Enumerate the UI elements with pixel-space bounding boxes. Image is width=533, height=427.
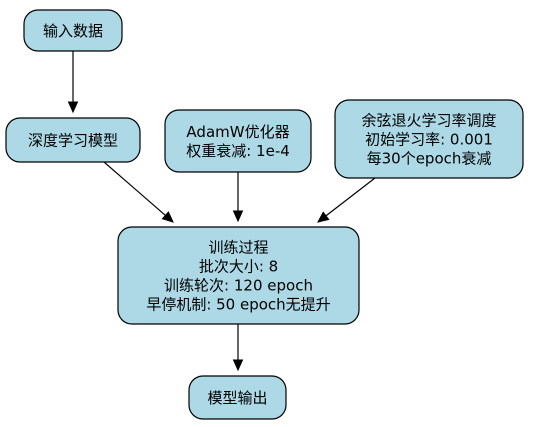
edge-optimizer-to-training — [232, 172, 244, 223]
node-training-line-2: 训练轮次: 120 epoch — [164, 276, 313, 294]
edge-input-to-model — [67, 51, 79, 114]
node-input: 输入数据 — [23, 9, 123, 52]
arrowhead — [317, 211, 330, 223]
edge-model-to-training — [103, 161, 174, 223]
arrowhead — [67, 101, 79, 114]
edges-layer — [67, 51, 376, 372]
edge-line — [103, 161, 166, 216]
node-training-line-0: 训练过程 — [208, 238, 268, 256]
node-model: 深度学习模型 — [5, 117, 141, 163]
node-output: 模型输出 — [188, 375, 287, 420]
node-box — [334, 99, 524, 179]
node-box — [23, 9, 123, 52]
arrowhead — [232, 359, 244, 372]
node-scheduler-line-1: 初始学习率: 0.001 — [365, 130, 493, 148]
node-box — [5, 117, 141, 163]
arrowhead — [161, 211, 174, 223]
edge-line — [325, 177, 376, 217]
arrowhead — [232, 210, 244, 223]
node-training-line-3: 早停机制: 50 epoch无提升 — [146, 295, 330, 313]
node-box — [188, 375, 287, 420]
node-scheduler-line-2: 每30个epoch衰减 — [367, 149, 492, 167]
node-optimizer-line-1: 权重衰减: 1e-4 — [186, 142, 290, 160]
node-input-line-0: 输入数据 — [43, 22, 103, 40]
node-training-line-1: 批次大小: 8 — [199, 257, 278, 275]
node-scheduler-line-0: 余弦退火学习率调度 — [361, 111, 496, 129]
node-optimizer-line-0: AdamW优化器 — [186, 123, 289, 141]
node-box — [117, 226, 360, 325]
node-box — [164, 109, 312, 173]
edge-training-to-output — [232, 324, 244, 372]
edge-scheduler-to-training — [317, 177, 376, 223]
node-model-line-0: 深度学习模型 — [28, 131, 118, 149]
node-output-line-0: 模型输出 — [207, 389, 267, 407]
